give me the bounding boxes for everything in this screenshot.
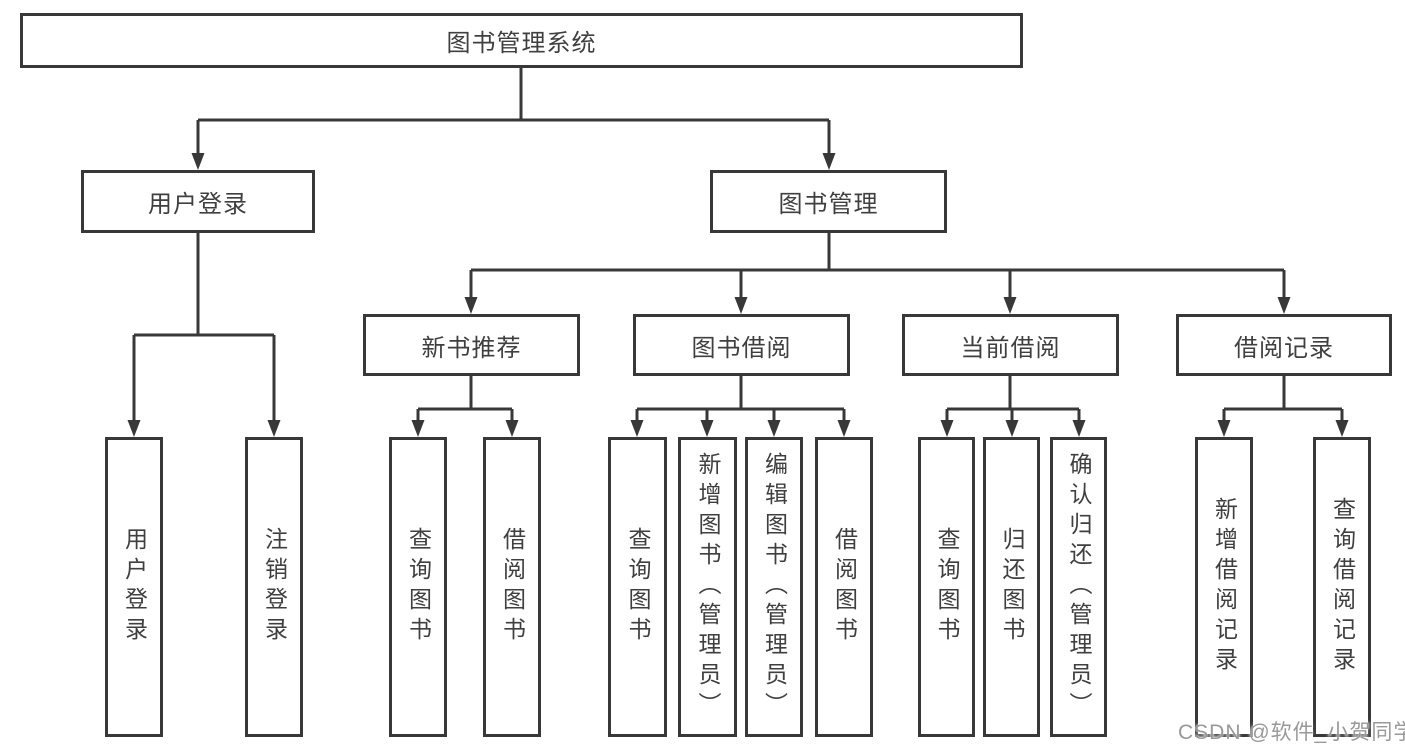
- node-label: 借阅图书: [831, 527, 858, 647]
- connector-path-group: [132, 68, 1344, 424]
- node-current-borrowing: 当前借阅: [902, 314, 1119, 376]
- node-label: 归还图书: [999, 527, 1025, 647]
- node-label: 确认归还（管理员）: [1066, 452, 1092, 722]
- node-book-management: 图书管理: [710, 170, 947, 233]
- csdn-watermark: CSDN @软件_小贺同学: [1178, 721, 1405, 744]
- node-label: 查询图书: [934, 527, 960, 647]
- arrowhead: [767, 420, 781, 437]
- node-label: 借阅记录: [1234, 334, 1334, 362]
- arrowhead: [837, 420, 851, 437]
- leaf-logout: 注销登录: [245, 437, 303, 737]
- arrowhead: [700, 420, 714, 437]
- node-book-borrowing: 图书借阅: [633, 314, 850, 376]
- node-label: 用户登录: [148, 191, 248, 218]
- leaf-return-book: 归还图书: [983, 437, 1040, 737]
- node-label: 查询图书: [625, 527, 651, 647]
- node-borrow-records: 借阅记录: [1176, 314, 1392, 376]
- node-label: 用户登录: [121, 527, 148, 647]
- arrowhead: [630, 420, 644, 437]
- leaf-query-books-1: 查询图书: [389, 437, 447, 737]
- leaf-borrow-books-1: 借阅图书: [483, 437, 541, 737]
- node-label: 图书管理: [778, 191, 879, 218]
- arrowhead: [1217, 420, 1231, 437]
- connector-current-split: [945, 376, 1081, 424]
- connector-user-login-split: [132, 233, 276, 424]
- arrowheads: [127, 153, 1349, 437]
- arrowhead: [505, 420, 519, 437]
- node-label: 新增图书（管理员）: [695, 452, 721, 722]
- arrowhead: [127, 420, 141, 437]
- arrowhead: [191, 153, 205, 170]
- node-label: 新增借阅记录: [1211, 497, 1238, 677]
- connector-new-book-split: [416, 376, 514, 424]
- node-label: 查询借阅记录: [1329, 497, 1356, 677]
- leaf-borrow-books-2: 借阅图书: [815, 437, 873, 737]
- connector-record-split: [1222, 376, 1344, 424]
- arrowhead: [734, 297, 748, 314]
- node-label: 借阅图书: [499, 527, 526, 647]
- node-label: 图书管理系统: [446, 30, 597, 57]
- node-label: 新书推荐: [421, 334, 522, 362]
- connector-book-mgmt-split: [469, 233, 1286, 300]
- arrowhead: [1072, 420, 1086, 437]
- node-label: 编辑图书（管理员）: [761, 452, 788, 722]
- arrowhead: [1003, 297, 1017, 314]
- leaf-query-borrow-record: 查询借阅记录: [1313, 437, 1371, 737]
- arrowhead: [411, 420, 425, 437]
- arrowhead: [1277, 297, 1291, 314]
- node-label: 图书借阅: [691, 334, 792, 362]
- node-root-library-system: 图书管理系统: [20, 13, 1023, 68]
- arrowhead: [940, 420, 954, 437]
- connector-borrow-split: [635, 376, 846, 424]
- node-label: 注销登录: [261, 527, 288, 647]
- node-label: 当前借阅: [960, 334, 1061, 362]
- leaf-add-borrow-record: 新增借阅记录: [1195, 437, 1253, 737]
- leaf-confirm-return-admin: 确认归还（管理员）: [1050, 437, 1107, 737]
- leaf-query-books-3: 查询图书: [918, 437, 975, 737]
- arrowhead: [822, 153, 836, 170]
- node-user-login: 用户登录: [81, 170, 315, 233]
- connector-root-split: [196, 68, 831, 156]
- node-new-book-recommend: 新书推荐: [363, 314, 580, 376]
- arrowhead: [1335, 420, 1349, 437]
- leaf-add-book-admin: 新增图书（管理员）: [678, 437, 737, 737]
- leaf-user-login: 用户登录: [105, 437, 163, 737]
- leaf-edit-book-admin: 编辑图书（管理员）: [745, 437, 803, 737]
- arrowhead: [267, 420, 281, 437]
- node-label: 查询图书: [405, 527, 432, 647]
- arrowhead: [464, 297, 478, 314]
- arrowhead: [1005, 420, 1019, 437]
- leaf-query-books-2: 查询图书: [608, 437, 667, 737]
